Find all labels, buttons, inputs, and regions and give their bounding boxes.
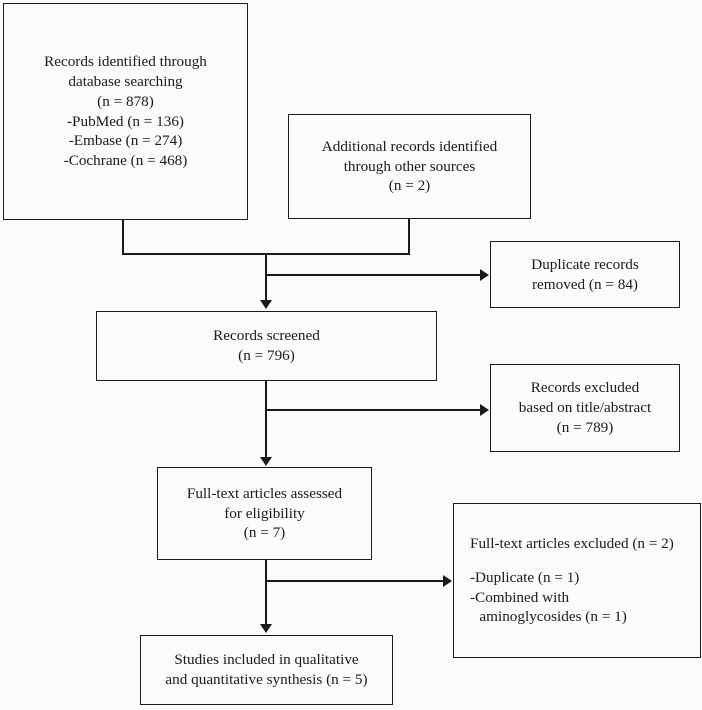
text-line: Full-text articles excluded (n = 2) [470, 534, 674, 552]
text-line: -Combined with [470, 588, 570, 606]
text-line: aminoglycosides (n = 1) [479, 608, 627, 626]
connector-to-records-excluded [265, 409, 481, 411]
text-line: removed (n = 84) [532, 275, 638, 293]
arrowhead-into-fulltext-assessed [260, 457, 272, 466]
connector-to-duplicates [265, 274, 481, 276]
text-line: -Cochrane (n = 468) [63, 152, 188, 169]
arrowhead-into-records-excluded [480, 404, 489, 416]
node-records-screened: Records screened (n = 796) [96, 311, 437, 381]
arrowhead-into-records-screened [260, 300, 272, 309]
text-line: (n = 789) [556, 418, 614, 436]
text-line: Additional records identified [321, 137, 498, 155]
text-line: Duplicate records [531, 255, 639, 273]
text-line: (n = 2) [388, 177, 431, 195]
node-additional-records: Additional records identified through ot… [288, 114, 531, 219]
text-line: database searching [68, 73, 183, 90]
text-line: through other sources [343, 157, 476, 175]
text-line-spacer [470, 554, 692, 568]
text-line: (n = 796) [238, 347, 295, 364]
connector-stub-identified [122, 219, 124, 255]
node-records-identified: Records identified through database sear… [3, 3, 248, 220]
text-line: -PubMed (n = 136) [67, 112, 184, 130]
text-line: -Duplicate (n = 1) [470, 568, 580, 586]
node-records-identified-text: Records identified through database sear… [12, 52, 239, 171]
node-records-screened-text: Records screened (n = 796) [105, 326, 428, 366]
node-records-excluded-text: Records excluded based on title/abstract… [499, 378, 671, 437]
connector-to-fulltext-excluded [265, 580, 444, 582]
node-fulltext-excluded: Full-text articles excluded (n = 2) -Dup… [453, 503, 701, 658]
text-line: Full-text articles assessed [186, 484, 343, 502]
arrowhead-into-duplicates [480, 269, 489, 281]
node-fulltext-assessed-text: Full-text articles assessed for eligibil… [166, 484, 363, 543]
text-line: Records identified through [44, 53, 207, 71]
text-line: based on title/abstract [518, 399, 652, 417]
node-fulltext-assessed: Full-text articles assessed for eligibil… [157, 467, 372, 560]
arrowhead-into-fulltext-excluded [443, 575, 452, 587]
connector-stub-additional [408, 218, 410, 255]
node-duplicates-removed: Duplicate records removed (n = 84) [490, 241, 680, 308]
text-line: (n = 7) [243, 524, 286, 542]
node-fulltext-excluded-text: Full-text articles excluded (n = 2) -Dup… [470, 534, 692, 627]
node-duplicates-removed-text: Duplicate records removed (n = 84) [499, 255, 671, 295]
connector-fulltext-to-included [265, 560, 267, 628]
connector-screened-to-fulltext [265, 381, 267, 461]
node-records-excluded: Records excluded based on title/abstract… [490, 364, 680, 452]
arrowhead-into-studies-included [260, 624, 272, 633]
text-line: Records excluded [530, 379, 640, 397]
node-studies-included-text: Studies included in qualitative and quan… [149, 650, 384, 690]
text-line: Studies included in qualitative [174, 651, 359, 669]
text-line: and quantitative synthesis (n = 5) [165, 671, 368, 688]
connector-merge-to-screened [265, 253, 267, 303]
text-line: (n = 878) [97, 92, 154, 110]
text-line: -Embase (n = 274) [68, 132, 183, 150]
node-studies-included: Studies included in qualitative and quan… [140, 635, 393, 705]
node-additional-records-text: Additional records identified through ot… [297, 137, 522, 196]
text-line: Records screened [213, 327, 320, 345]
text-line: for eligibility [224, 504, 305, 522]
